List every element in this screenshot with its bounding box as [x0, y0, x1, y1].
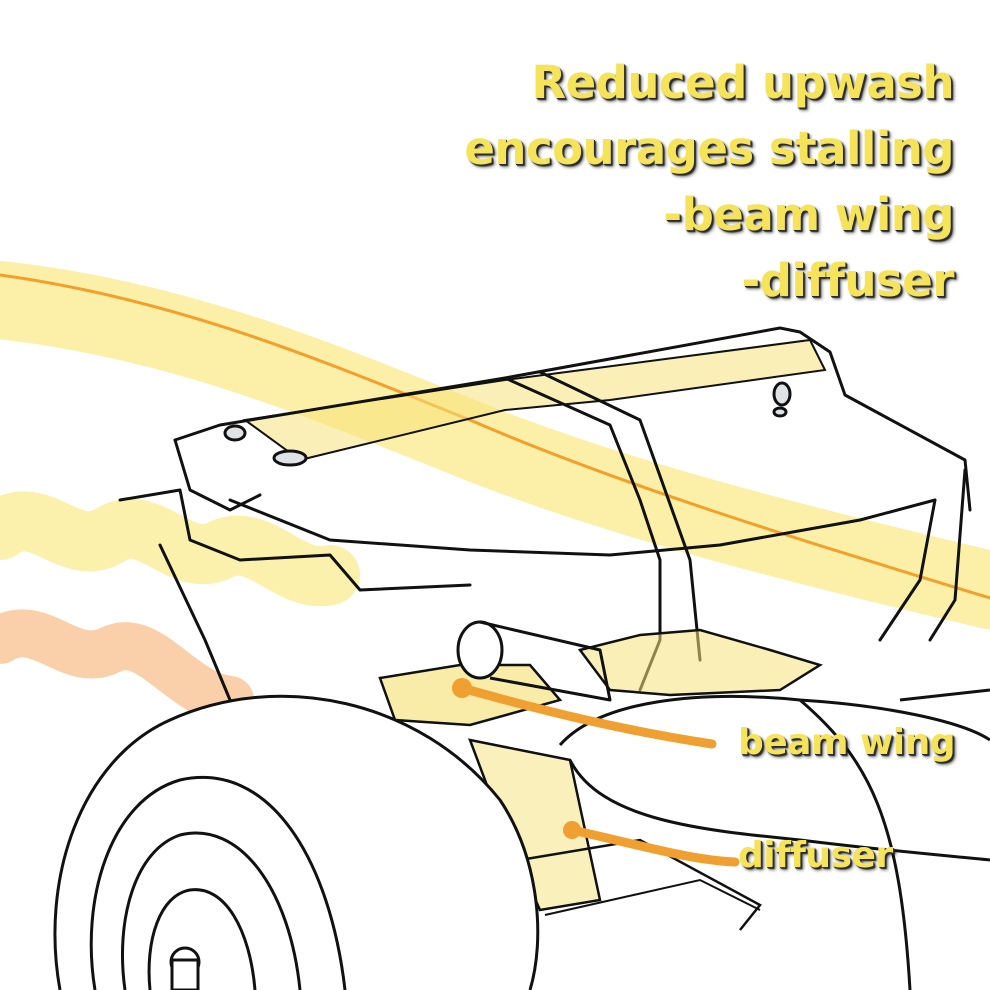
- diffuser-label: diffuser: [738, 835, 893, 876]
- rear-wheel: [53, 694, 540, 990]
- diffuser-pointer: [567, 825, 740, 867]
- caption-line-2: encourages stalling: [464, 122, 954, 175]
- caption-line-1: Reduced upwash: [531, 56, 955, 109]
- caption-line-3: -beam wing: [663, 188, 954, 241]
- exhaust-and-body: [456, 620, 990, 990]
- caption-line-4: -diffuser: [741, 254, 954, 307]
- annotation-pointers: [452, 678, 740, 867]
- airflow-band-upper: [0, 261, 990, 629]
- beam-wing-label: beam wing: [738, 722, 956, 763]
- beam-wing-pointer: [457, 683, 717, 749]
- airflow-band-lower: [0, 609, 254, 724]
- rear-wing: [118, 326, 972, 702]
- airflow-streams: [0, 261, 990, 724]
- airflow-band-wavy: [0, 491, 360, 607]
- airflow-line-upper: [0, 273, 990, 600]
- beam-wing-element: [378, 628, 824, 727]
- diagram-caption: Reduced upwash encourages stalling -beam…: [394, 50, 954, 314]
